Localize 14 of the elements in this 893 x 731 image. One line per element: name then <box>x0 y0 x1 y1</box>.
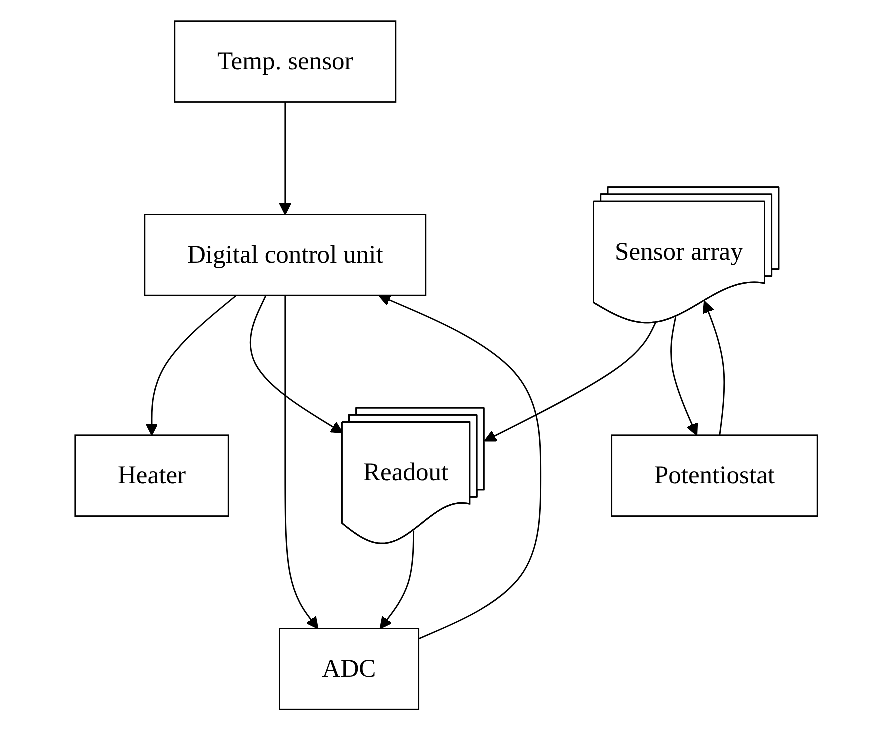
node-box: Temp. sensor <box>174 20 397 103</box>
arrow <box>284 296 319 630</box>
arrow <box>250 295 344 434</box>
arrow <box>378 294 542 640</box>
arrow <box>670 317 698 436</box>
node-box: Heater <box>74 434 230 517</box>
arrow <box>380 531 415 630</box>
node-box: ADC <box>279 628 420 710</box>
arrow <box>279 102 292 216</box>
node-box: Potentiostat <box>611 434 818 517</box>
node-box: Digital control unit <box>144 214 427 296</box>
arrow <box>702 300 726 436</box>
arrow <box>146 295 237 436</box>
arrow <box>484 322 656 442</box>
